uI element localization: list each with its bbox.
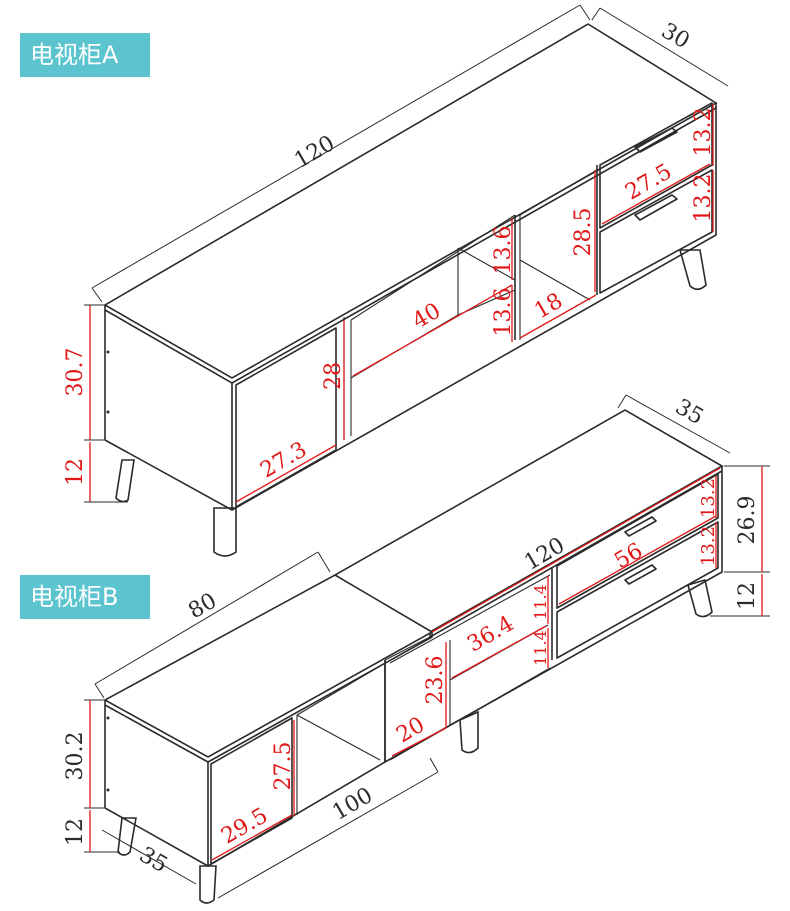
dim-b-main-height: 26.9 (735, 496, 760, 545)
drawer (556, 521, 719, 659)
leg (687, 578, 713, 618)
cabinet-a-top (103, 23, 718, 379)
dim-b-shelf-height-upper: 11.4 (531, 584, 550, 620)
cabinet-b-drawing (103, 409, 724, 904)
dim-b-side-height: 30.2 (63, 732, 88, 781)
dim-a-drawer-height-lower: 13.2 (691, 174, 716, 223)
dim-a-drawer-height-upper: 13.2 (691, 108, 716, 157)
dim-b-open-height: 23.6 (423, 656, 448, 705)
dim-b-main-leg-height: 12 (735, 582, 760, 610)
dim-a-shelf-width: 40 (408, 299, 445, 335)
drawer (599, 169, 713, 294)
leg (115, 459, 135, 503)
cabinet-a-label: 电视柜A (20, 33, 150, 77)
dim-a-width: 120 (290, 131, 339, 174)
dim-a-door-height: 28 (321, 362, 346, 390)
dim-b-door-width: 29.5 (217, 803, 272, 849)
dim-a-door-width: 27.3 (256, 437, 311, 483)
dim-a-depth: 30 (657, 19, 694, 55)
dim-b-drawer-width: 56 (610, 539, 647, 575)
dim-b-side-depth: 35 (135, 843, 172, 879)
dim-a-leg-height: 12 (63, 458, 88, 486)
dim-b-side-width: 80 (184, 589, 221, 625)
dim-b-door-height: 27.5 (271, 742, 296, 791)
dim-a-shelf-height-upper: 13.6 (491, 226, 516, 275)
leg (459, 710, 479, 754)
dim-a-open-width: 18 (530, 289, 567, 325)
dim-b-drawer-height-upper: 13.2 (698, 478, 719, 518)
dim-b-drawer-height-lower: 13.2 (698, 526, 719, 566)
cabinet-b-side-top (103, 574, 434, 758)
dim-b-shelf-height-lower: 11.4 (531, 630, 550, 666)
leg (199, 865, 217, 904)
cabinet-b-label: 电视柜B (20, 575, 150, 619)
dim-b-side-leg-height: 12 (63, 818, 88, 846)
door (210, 717, 293, 865)
dim-b-open-width: 20 (392, 713, 429, 749)
cabinet-a-drawing (103, 23, 718, 557)
door (235, 327, 337, 508)
cabinet-b-dimensions: 35 120 26.9 12 13.2 13.2 56 11.4 11.4 36… (63, 395, 770, 899)
dim-b-side-base-width: 100 (328, 783, 377, 826)
drawer (556, 473, 719, 609)
leg (678, 249, 707, 291)
dim-a-body-height: 30.7 (63, 348, 88, 397)
dim-a-open-height: 28.5 (571, 208, 596, 257)
drawer (599, 102, 713, 229)
dim-a-shelf-height-lower: 13.6 (491, 288, 516, 337)
leg (213, 507, 237, 557)
dim-b-main-depth: 35 (671, 395, 708, 431)
